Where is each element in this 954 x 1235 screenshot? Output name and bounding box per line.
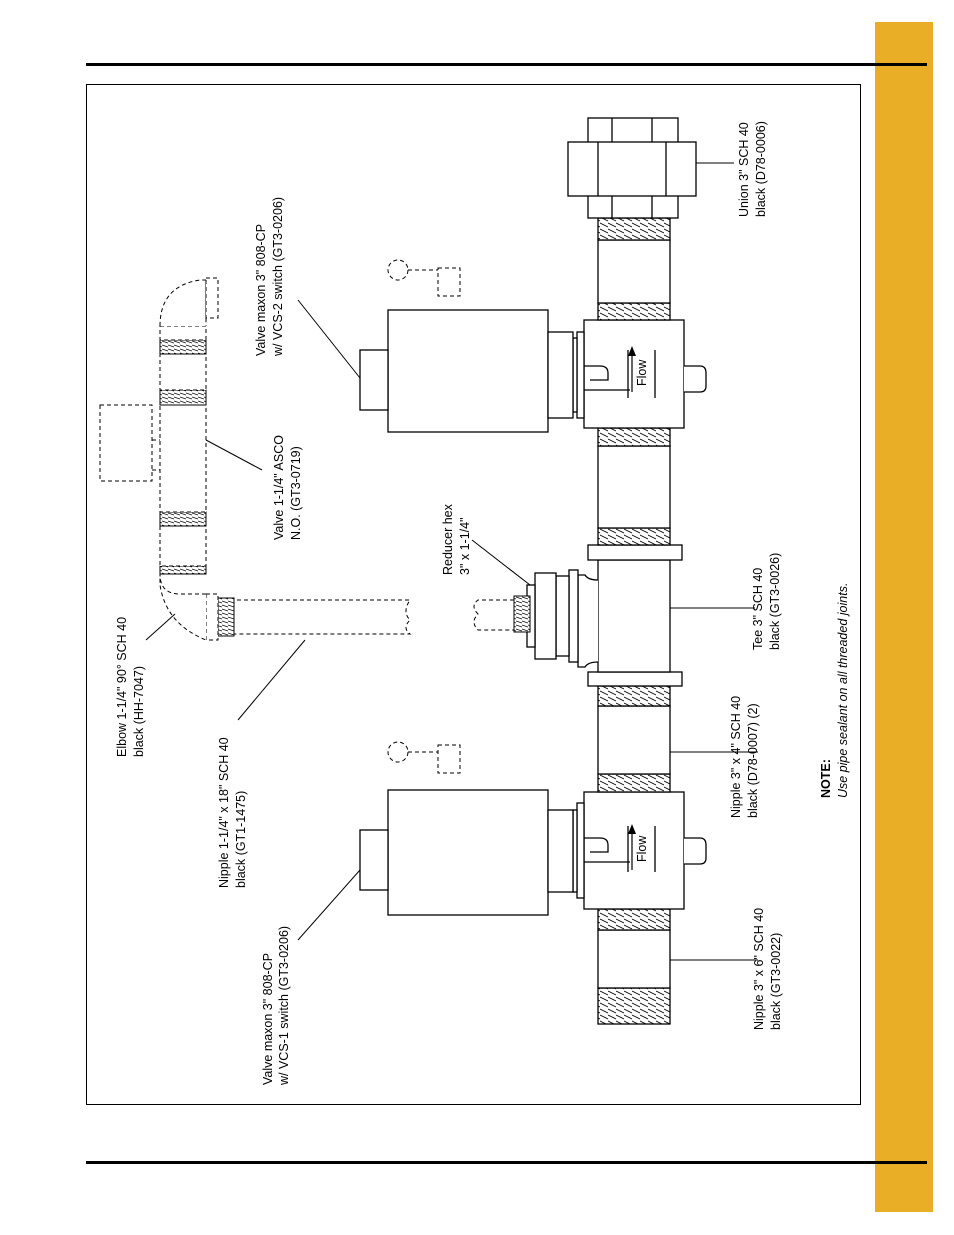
label-reducer-1: Reducer hex — [441, 503, 455, 575]
nipple-3x4-lower — [597, 685, 671, 793]
note-title: NOTE: — [819, 759, 833, 798]
elbow-90 — [159, 573, 207, 641]
flow-label-left: Flow — [635, 835, 649, 862]
switch-handle-right — [387, 259, 461, 297]
label-union-2: black (D78-0006) — [754, 121, 768, 217]
reducer-hex — [526, 569, 579, 663]
label-reducer-2: 3" x 1-1/4" — [458, 517, 472, 575]
flow-arrow-right: Flow — [628, 346, 649, 392]
nipple-3x4-upper — [597, 427, 671, 546]
bypass-assembly — [99, 277, 412, 641]
top-rule — [86, 63, 927, 66]
bottom-rule — [86, 1161, 927, 1164]
valve-body-right — [359, 309, 707, 433]
tee-3in — [577, 544, 683, 687]
flow-arrow-left: Flow — [628, 824, 649, 870]
label-tee-2: black (GT3-0026) — [768, 553, 782, 650]
label-elbow-2: black (HH-7047) — [132, 666, 146, 757]
label-nipple-long-2: black (GT1-1475) — [234, 791, 248, 888]
section-tab — [875, 22, 933, 1212]
label-valve-right-1: Valve maxon 3" 808-CP — [254, 224, 268, 356]
label-valve-right-2: w/ VCS-2 switch (GT3-0206) — [271, 197, 285, 357]
label-union-1: Union 3" SCH 40 — [737, 122, 751, 217]
label-nipple-6-1: Nipple 3" x 6" SCH 40 — [752, 908, 766, 1030]
label-valve-left-1: Valve maxon 3" 808-CP — [261, 953, 275, 1085]
nipple-union-side — [597, 217, 671, 321]
label-valve-left-2: w/ VCS-1 switch (GT3-0206) — [277, 926, 291, 1086]
label-elbow-1: Elbow 1-1/4" 90° SCH 40 — [115, 617, 129, 757]
switch-handle-left — [387, 741, 461, 774]
main-pipe-run — [359, 117, 707, 1025]
reducer-stub-nipple — [473, 595, 531, 633]
union-3in — [567, 117, 697, 219]
label-nipple-4-2: black (D78-0007) (2) — [746, 703, 760, 818]
label-nipple-4-1: Nipple 3" x 4" SCH 40 — [729, 696, 743, 818]
nipple-3x6 — [597, 908, 671, 1025]
label-tee-1: Tee 3" SCH 40 — [751, 568, 765, 650]
valve-body-left — [359, 789, 707, 916]
label-asco-2: N.O. (GT3-0719) — [289, 446, 303, 540]
figure-frame — [86, 84, 861, 1105]
label-nipple-6-2: black (GT3-0022) — [769, 933, 783, 1030]
label-nipple-long-1: Nipple 1-1/4" x 18" SCH 40 — [217, 737, 231, 888]
label-asco-1: Valve 1-1/4" ASCO — [272, 435, 286, 540]
note-body: Use pipe sealant on all threaded joints. — [836, 583, 850, 798]
nipple-18in — [229, 599, 412, 635]
flow-label-right: Flow — [635, 359, 649, 386]
leader-lines — [145, 162, 758, 961]
